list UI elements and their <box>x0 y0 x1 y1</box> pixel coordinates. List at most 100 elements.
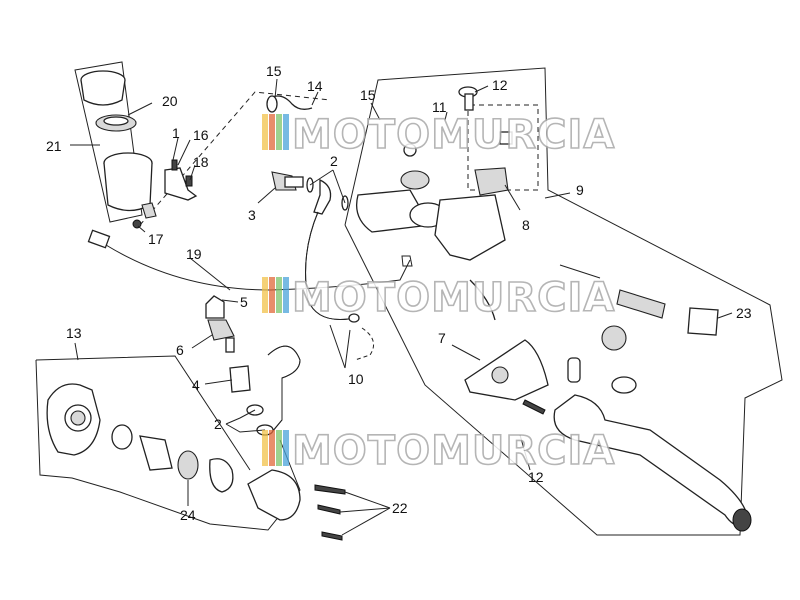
callout-17: 17 <box>148 231 164 247</box>
cylinder-bore-inner <box>70 410 86 426</box>
callout-14: 14 <box>307 78 323 94</box>
hose-assembly <box>246 95 375 436</box>
adjuster-knob <box>601 325 627 351</box>
cylinder-cap <box>247 469 301 521</box>
master-cylinder <box>46 383 346 541</box>
screw-18 <box>185 175 193 187</box>
callout-22: 22 <box>392 500 408 516</box>
reservoir-frame <box>74 61 143 223</box>
rod-23 <box>616 289 666 319</box>
callout-4: 4 <box>192 377 200 393</box>
watermark-stripe <box>269 114 275 150</box>
switch-screw-11 <box>499 131 513 145</box>
brake-hose-10-inner <box>305 211 356 320</box>
screw-1 <box>171 159 178 171</box>
callout-6: 6 <box>176 342 184 358</box>
callout-18: 18 <box>193 154 209 170</box>
callout-2-top: 2 <box>330 153 338 169</box>
callout-1: 1 <box>172 125 180 141</box>
lower-hose-inner <box>267 345 301 433</box>
reservoir-diaphragm-inner <box>103 116 129 126</box>
cable-connector <box>87 229 111 249</box>
callout-9: 9 <box>576 182 584 198</box>
pivot-line <box>469 279 496 321</box>
watermark-stripe <box>276 277 282 313</box>
lever-pin-12 <box>522 399 546 415</box>
lever-tip <box>732 508 752 532</box>
callout-12-top: 12 <box>492 77 508 93</box>
hose-clamp-15 <box>269 95 313 110</box>
banjo-fitting <box>313 178 332 215</box>
screw-22b <box>317 504 341 515</box>
spring <box>209 458 234 493</box>
watermark-stripe <box>283 430 289 466</box>
cylinder-seal <box>111 424 133 450</box>
switch-box-dash <box>467 104 539 191</box>
union-4 <box>229 365 251 393</box>
callout-13: 13 <box>66 325 82 341</box>
callout-10: 10 <box>348 371 364 387</box>
watermark-stripe <box>262 277 268 313</box>
hose-dash <box>354 327 375 361</box>
lower-hose <box>267 345 301 433</box>
watermark-stripe <box>276 114 282 150</box>
watermark-text-middle: MOTOMURCIA <box>292 275 615 321</box>
screw-12-thread <box>464 93 474 111</box>
watermark-stripe <box>269 277 275 313</box>
watermark-stripe <box>283 114 289 150</box>
bleeder-stem <box>225 337 235 353</box>
bleeder-cap-5 <box>205 295 225 319</box>
watermark-stripe <box>283 277 289 313</box>
callout-8: 8 <box>522 217 530 233</box>
callout-16: 16 <box>193 127 209 143</box>
pin <box>567 357 581 383</box>
bolt-17 <box>132 219 142 229</box>
callout-3: 3 <box>248 207 256 223</box>
bracket-16 <box>164 167 198 201</box>
callout-19: 19 <box>186 246 202 262</box>
watermark-middle: MOTOMURCIA <box>262 274 615 322</box>
callout-labels: 1 2 2 3 4 5 6 7 8 9 10 11 12 12 13 14 15… <box>46 63 752 523</box>
watermark-stripe <box>262 114 268 150</box>
watermark-text-bottom: MOTOMURCIA <box>292 428 615 474</box>
small-knob <box>403 143 417 157</box>
lever-assembly-frame <box>344 67 783 536</box>
callout-24: 24 <box>180 507 196 523</box>
screw-22c <box>321 531 343 541</box>
reservoir-outlet <box>141 202 157 219</box>
reservoir-cap <box>80 79 126 106</box>
screw-22a <box>314 484 346 495</box>
callout-15-right: 15 <box>360 87 376 103</box>
reservoir-assembly <box>80 70 198 229</box>
switch-housing-8 <box>474 167 509 196</box>
callout-2-bottom: 2 <box>214 416 222 432</box>
washer <box>611 376 637 394</box>
cable-plug <box>401 255 413 267</box>
bleeder-valve-6 <box>207 319 235 341</box>
banjo-thread <box>284 176 304 188</box>
callout-23: 23 <box>736 305 752 321</box>
callout-7: 7 <box>438 330 446 346</box>
boot-cap <box>400 170 430 190</box>
watermark-stripe <box>262 430 268 466</box>
callout-5: 5 <box>240 294 248 310</box>
callout-15-left: 15 <box>266 63 282 79</box>
switch-cable-19 <box>87 229 413 291</box>
watermark-stripe <box>276 430 282 466</box>
clamp-body-9 <box>434 194 506 261</box>
lever-assembly <box>355 86 752 532</box>
watermark-bottom: MOTOMURCIA <box>262 427 615 475</box>
callout-20: 20 <box>162 93 178 109</box>
reservoir-body <box>103 162 153 212</box>
callout-11: 11 <box>432 99 447 115</box>
watermark-stripe <box>269 430 275 466</box>
seal-24 <box>177 450 199 480</box>
bleeder-parts <box>205 295 251 393</box>
master-cylinder-frame-top <box>35 355 251 471</box>
spring-23a <box>559 264 601 279</box>
watermark-text-top: MOTOMURCIA <box>292 112 615 158</box>
bracket-hole <box>491 366 509 384</box>
watermark-top: MOTOMURCIA <box>262 111 615 159</box>
